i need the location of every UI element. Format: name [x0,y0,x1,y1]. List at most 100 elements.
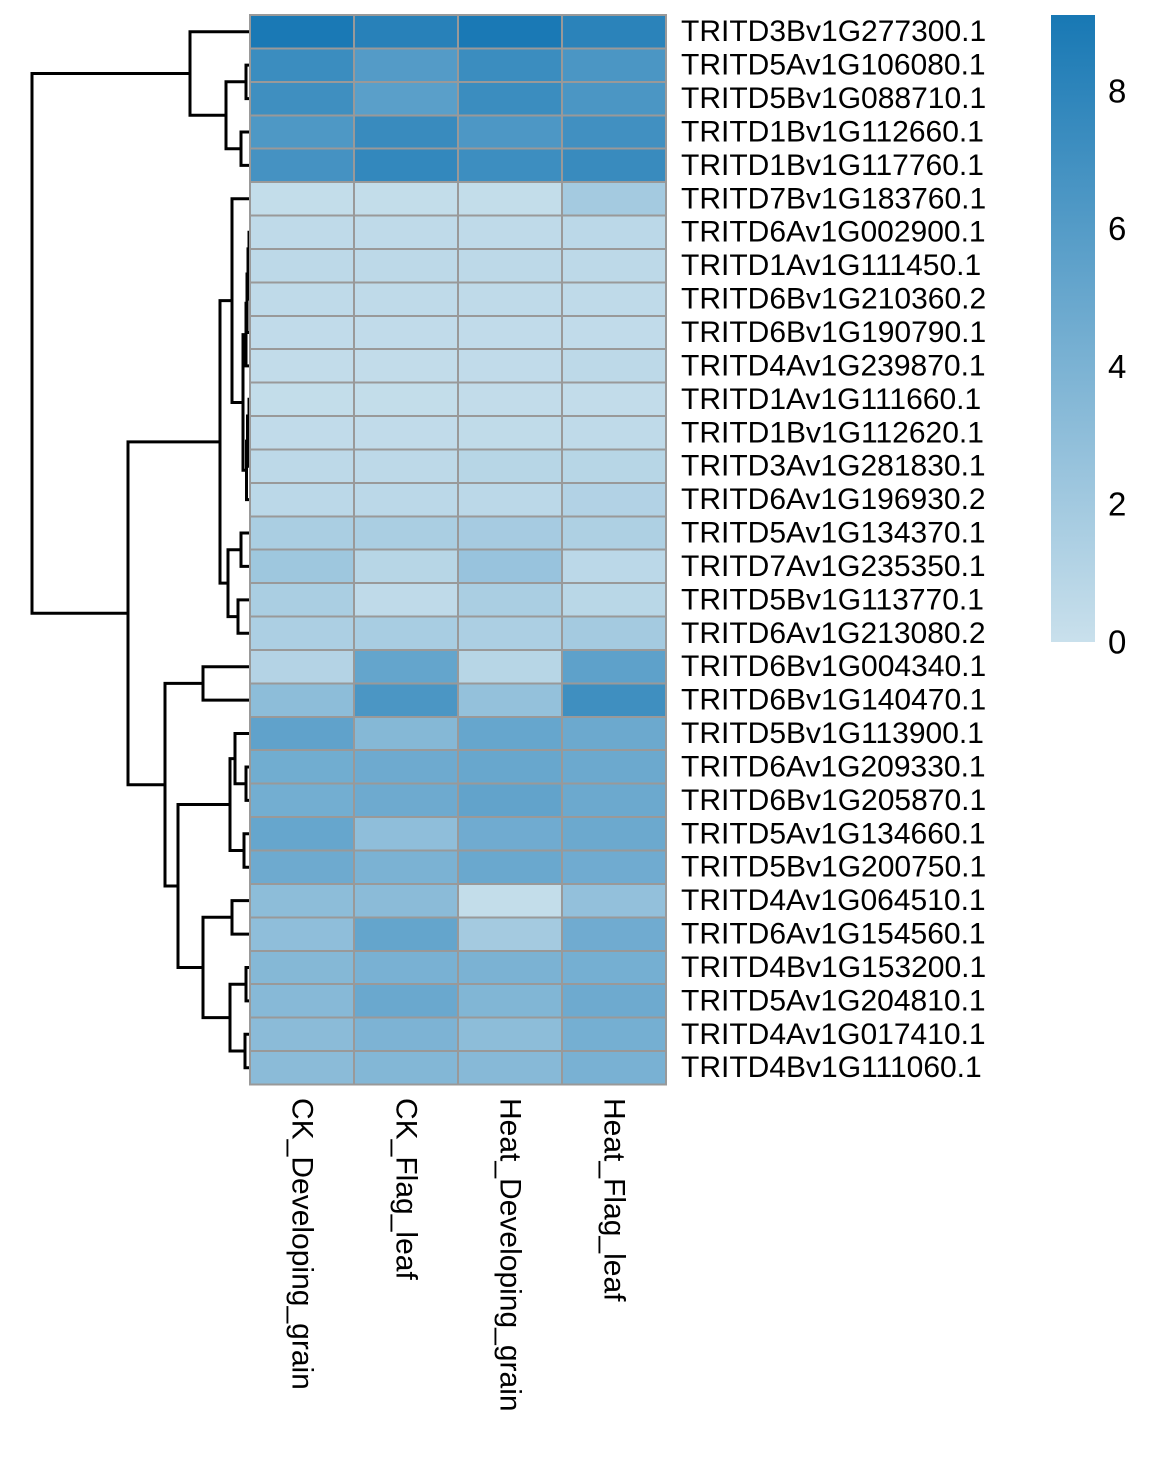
heatmap-cell [353,749,459,785]
dendrogram-branch [230,899,250,936]
row-label: TRITD1Bv1G112620.1 [681,416,984,449]
heatmap-cell [561,114,667,150]
heatmap-cell [249,147,355,184]
heatmap-cell [353,181,459,217]
heatmap-cell [249,816,355,852]
heatmap-cell [353,949,459,986]
row-label: TRITD7Bv1G183760.1 [681,182,986,215]
row-label: TRITD7Av1G235350.1 [681,550,986,583]
row-label: TRITD6Av1G213080.2 [681,617,986,650]
heatmap-cell [561,682,667,718]
heatmap-cell [353,381,459,418]
heatmap-cell [561,882,667,919]
heatmap-cell [457,548,563,585]
heatmap-cell [561,715,667,752]
heatmap-cell [561,314,667,351]
heatmap-cell [457,448,563,484]
heatmap-cell [353,314,459,351]
row-label: TRITD5Bv1G113900.1 [681,717,984,750]
heatmap-cell [353,214,459,250]
row-label: TRITD5Av1G106080.1 [681,49,986,82]
heatmap-cell [353,816,459,852]
heatmap-cell [457,415,563,451]
heatmap-cell [561,782,667,819]
heatmap-cell [249,114,355,150]
heatmap-cell [561,381,667,418]
heatmap-cell [249,448,355,484]
heatmap-cell [457,348,563,384]
heatmap-cell [561,1016,667,1053]
heatmap-cell [561,14,667,50]
row-label: TRITD6Bv1G205870.1 [681,784,986,817]
heatmap-cell [353,348,459,384]
row-label: TRITD6Bv1G004340.1 [681,650,986,683]
column-label: CK_Flag_leaf [390,1098,423,1280]
heatmap-cell [353,849,459,885]
heatmap-cell [457,882,563,919]
heatmap-cell [249,615,355,651]
heatmap-cell [249,1050,355,1086]
row-label: TRITD5Bv1G088710.1 [681,82,986,115]
row-label: TRITD3Av1G281830.1 [681,450,986,483]
row-label: TRITD4Bv1G153200.1 [681,951,986,984]
heatmap-cell [561,80,667,117]
heatmap-cell [561,415,667,451]
heatmap-cell [561,916,667,952]
heatmap-cell [249,281,355,317]
row-labels: TRITD3Bv1G277300.1TRITD5Av1G106080.1TRIT… [681,15,986,1084]
heatmap-cell [353,448,459,484]
heatmap-cell [249,247,355,284]
row-label: TRITD4Av1G017410.1 [681,1018,986,1051]
heatmap-cell [249,983,355,1019]
legend-tick-label: 2 [1108,486,1126,523]
column-label: Heat_Flag_leaf [598,1098,631,1302]
heatmap-cell [457,80,563,117]
heatmap-cell [457,983,563,1019]
row-label: TRITD5Av1G134370.1 [681,517,986,550]
heatmap-cell [457,749,563,785]
heatmap-cell [561,849,667,885]
heatmap-cell [249,582,355,618]
heatmap-cell [353,481,459,518]
heatmap-cell [561,1050,667,1086]
heatmap-cell [353,648,459,685]
heatmap-cell [561,348,667,384]
heatmap-cell [353,615,459,651]
dendrogram-branch [228,757,244,852]
heatmap-cell [561,448,667,484]
row-label: TRITD1Av1G111450.1 [681,249,981,282]
legend-tick-label: 4 [1108,348,1126,385]
heatmap-cell [457,14,563,50]
heatmap-cell [249,682,355,718]
heatmap-cell [249,548,355,585]
row-label: TRITD6Av1G154560.1 [681,918,986,951]
row-label: TRITD4Bv1G111060.1 [681,1051,982,1084]
heatmap-cell [249,715,355,752]
heatmap-cell [457,381,563,418]
dendrogram-branch [201,915,232,1020]
row-label: TRITD5Av1G134660.1 [681,817,986,850]
dendrogram-branch [224,80,246,151]
heatmap-cell [353,515,459,551]
heatmap-cell [249,1016,355,1053]
dendrogram-branch [163,681,203,888]
heatmap-cell [249,648,355,685]
row-label: TRITD6Bv1G190790.1 [681,316,986,349]
dendrogram-branch [188,30,250,117]
dendrogram-branch [233,732,250,786]
heatmap-cell [249,80,355,117]
heatmap-cell [249,381,355,418]
heatmap-cell [457,47,563,83]
heatmap-cell [561,147,667,184]
legend-tick-label: 8 [1108,72,1126,109]
legend-tick-label: 0 [1108,624,1126,661]
row-label: TRITD6Av1G002900.1 [681,216,986,249]
heatmap-cell [249,916,355,952]
row-label: TRITD1Bv1G112660.1 [681,115,984,148]
heatmap-cell [249,949,355,986]
dendrogram-branch [239,531,250,568]
heatmap-cell [249,415,355,451]
